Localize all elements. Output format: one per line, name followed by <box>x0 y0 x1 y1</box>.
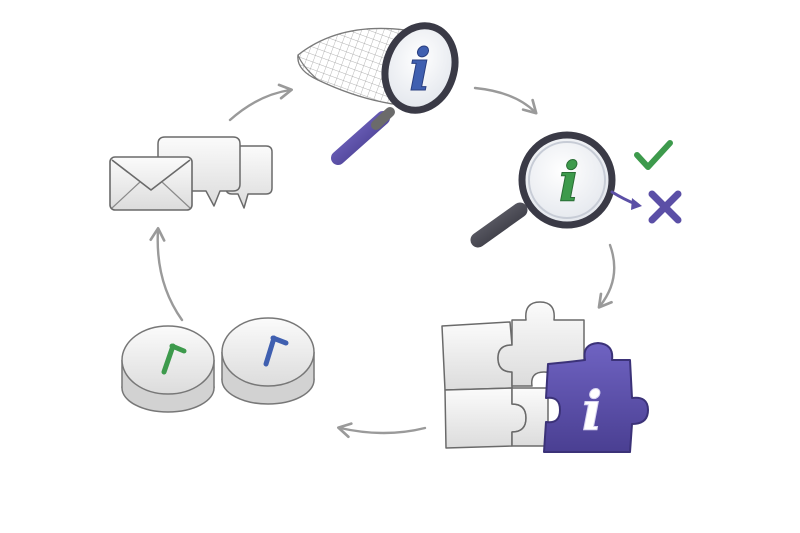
verify-magnifier-lens: i <box>518 131 616 229</box>
check-mark-icon <box>634 140 673 170</box>
cycle-arrows <box>149 83 616 439</box>
verify-stage: i <box>470 131 682 248</box>
magnifier-handle <box>331 107 395 165</box>
arrow-collect-to-verify <box>473 86 538 115</box>
arrow-verify-to-integrate <box>597 243 616 309</box>
cross-mark-icon <box>648 190 682 224</box>
share-stage <box>109 136 273 211</box>
verify-info-glyph: i <box>559 150 580 214</box>
arrow-attribute-to-share <box>149 226 184 322</box>
arrow-share-to-collect <box>228 83 294 122</box>
envelope-icon <box>109 156 193 211</box>
pointer-arrow-icon <box>610 190 642 210</box>
integrate-stage: i <box>441 301 649 453</box>
button-green-mark <box>121 325 215 413</box>
verify-magnifier-handle <box>470 202 528 248</box>
puzzle-piece-info: i <box>543 342 649 453</box>
collect-stage: i <box>297 22 459 165</box>
blue-quote-mark-icon <box>263 335 289 367</box>
collect-info-glyph: i <box>409 36 431 104</box>
green-quote-mark-icon <box>161 343 187 375</box>
puzzle-piece-bottom-middle <box>511 387 549 447</box>
integrate-info-glyph: i <box>582 379 603 443</box>
arrow-integrate-to-attribute <box>337 422 427 439</box>
attribute-stage <box>121 317 315 413</box>
magnifier-lens: i <box>381 22 459 114</box>
button-blue-mark <box>221 317 315 405</box>
